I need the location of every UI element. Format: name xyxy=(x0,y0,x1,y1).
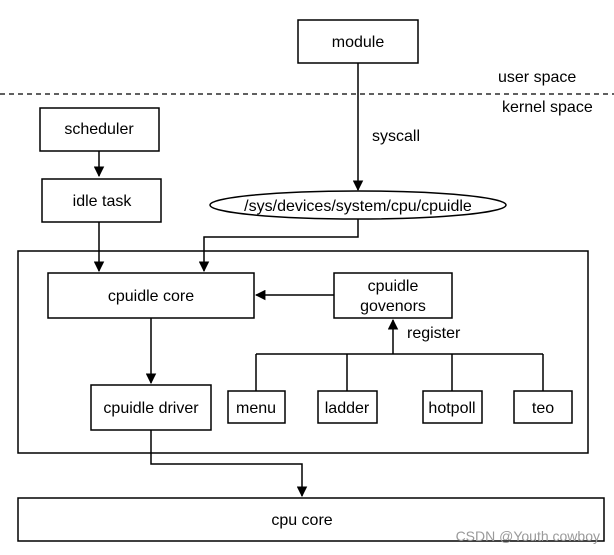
cpu-core-box xyxy=(17,497,605,542)
watermark-text: CSDN @Youth cowboy xyxy=(456,528,600,544)
driver-to-cpu-arrow xyxy=(150,430,308,498)
sysfs-to-core-arrow xyxy=(198,219,359,273)
kernel-space-label: kernel space xyxy=(502,99,593,116)
scheduler-label: scheduler xyxy=(64,121,134,138)
menu-box xyxy=(227,390,286,424)
menu-label: menu xyxy=(236,400,276,417)
hotpoll-label: hotpoll xyxy=(428,400,475,417)
cpu-core-label: cpu core xyxy=(271,512,332,529)
cpuidle-core-box xyxy=(47,272,255,319)
idle-task-label: idle task xyxy=(73,193,133,210)
cpuidle-driver-label: cpuidle driver xyxy=(103,400,199,417)
cpuidle-governors-label-line2: govenors xyxy=(360,298,426,315)
idle-task-box xyxy=(41,178,162,223)
ladder-box xyxy=(317,390,378,424)
cpuidle-governors-label-line1: cpuidle xyxy=(368,278,419,295)
sysfs-label: /sys/devices/system/cpu/cpuidle xyxy=(244,198,472,215)
hotpoll-box xyxy=(422,390,483,424)
cpuidle-core-label: cpuidle core xyxy=(108,288,194,305)
ladder-label: ladder xyxy=(325,400,370,417)
user-space-label: user space xyxy=(498,69,576,86)
teo-label: teo xyxy=(532,400,554,417)
syscall-label: syscall xyxy=(372,128,420,145)
module-label: module xyxy=(332,34,385,51)
cpuidle-governors-box xyxy=(333,272,453,319)
register-label: register xyxy=(407,325,461,342)
teo-box xyxy=(513,390,573,424)
module-box xyxy=(297,19,419,64)
